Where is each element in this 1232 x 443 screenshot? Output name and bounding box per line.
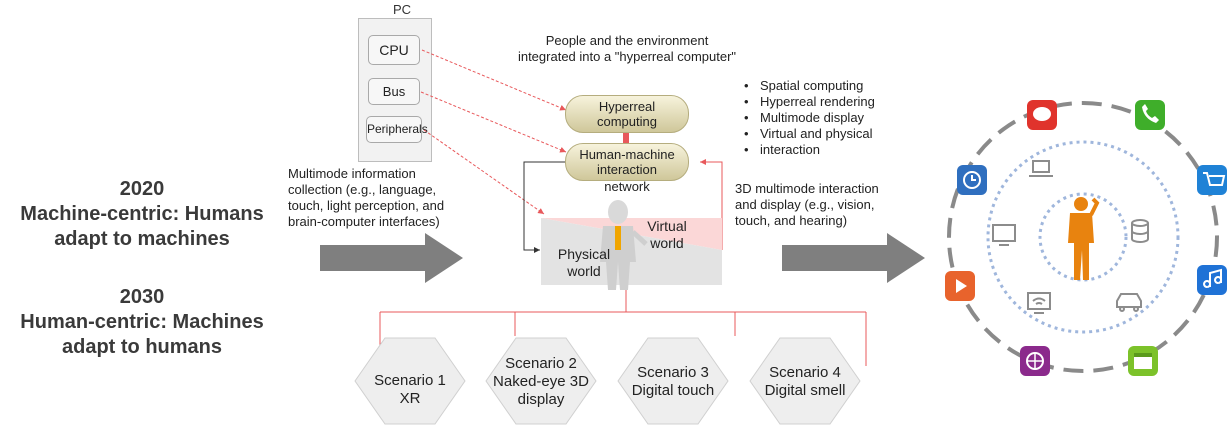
- ecosystem-graphic: [945, 100, 1227, 376]
- input-description: Multimode information collection (e.g., …: [288, 166, 444, 230]
- hmi-line1: Human-machine: [579, 147, 675, 162]
- era-2030-line2: adapt to humans: [61, 336, 222, 358]
- feature-item: Virtual and physical: [742, 126, 875, 142]
- input-line3: touch, light perception, and: [288, 198, 445, 213]
- scenario-hex-2: [485, 337, 597, 425]
- scenario-1-line2: XR: [399, 390, 421, 407]
- laptop-icon: [1029, 160, 1053, 177]
- pc-item-bus: Bus: [368, 78, 420, 105]
- feature-list: Spatial computing Hyperreal rendering Mu…: [742, 78, 875, 158]
- input-line2: collection (e.g., language,: [288, 182, 437, 197]
- cpu-connector: [421, 49, 567, 111]
- middle-dotted-ring: [986, 140, 1180, 334]
- pill-connector: [623, 132, 629, 146]
- clock-icon: [957, 165, 987, 195]
- hyperreal-line1: Hyperreal: [598, 99, 656, 114]
- right-big-arrow: [782, 233, 925, 283]
- bus-connector: [420, 91, 567, 153]
- era-2030-line1: Human-centric: Machines: [20, 311, 264, 333]
- pc-item-cpu: CPU: [368, 35, 420, 65]
- pc-item-peripherals: Peripherals: [366, 116, 428, 143]
- scenario-2-label: Scenario 2 Naked-eye 3D display: [481, 355, 601, 409]
- chat-icon: [1027, 100, 1057, 130]
- peripherals-connector: [423, 129, 545, 215]
- scenario-hex-1: [354, 337, 466, 425]
- person-icon: [1068, 197, 1100, 280]
- hyperreal-line2: computing: [597, 114, 657, 129]
- scenario-2-line3: display: [517, 391, 565, 408]
- pc-title: PC: [393, 2, 412, 17]
- scenario-hex-4: [749, 337, 861, 425]
- virtual-world-label: Virtual world: [641, 218, 693, 252]
- wifi-monitor-icon: [1027, 292, 1051, 314]
- virtual-line2: world: [650, 235, 684, 251]
- feature-item: Hyperreal rendering: [742, 94, 875, 110]
- scenario-3-line2: Digital touch: [631, 382, 715, 399]
- output-line3: touch, and hearing): [735, 213, 848, 228]
- cart-icon: [1197, 165, 1227, 195]
- hmi-line2: interaction: [597, 162, 657, 177]
- scenario-4-line1: Scenario 4: [769, 364, 841, 381]
- physical-line1: Physical: [557, 246, 611, 262]
- scenario-4-line2: Digital smell: [764, 382, 846, 399]
- scenario-1-label: Scenario 1 XR: [350, 372, 470, 408]
- scenario-2-line2: Naked-eye 3D: [493, 373, 589, 390]
- era-2030-block: 2030 Human-centric: Machines adapt to hu…: [0, 285, 284, 360]
- left-loop-arrow: [523, 161, 566, 253]
- era-2020-line2: adapt to machines: [54, 228, 230, 250]
- scenario-1-line1: Scenario 1: [374, 372, 446, 389]
- feature-item: interaction: [742, 142, 875, 158]
- hyperreal-computing-node: Hyperreal computing: [565, 95, 689, 133]
- left-big-arrow: [320, 233, 463, 283]
- top-caption-line1: People and the environment: [545, 33, 709, 48]
- scenario-3-line1: Scenario 3: [637, 364, 709, 381]
- hmi-network-node: Human-machine interaction: [565, 143, 689, 181]
- person-figure: [600, 200, 648, 290]
- virtual-line1: Virtual: [647, 218, 687, 234]
- globe-icon: [1020, 346, 1050, 376]
- outer-dashed-ring: [947, 101, 1219, 373]
- scenario-hex-3: [617, 337, 729, 425]
- output-line1: 3D multimode interaction: [735, 181, 879, 196]
- physical-line2: world: [567, 263, 601, 279]
- feature-item: Multimode display: [742, 110, 875, 126]
- feature-item: Spatial computing: [742, 78, 875, 94]
- music-icon: [1197, 265, 1227, 295]
- calendar-icon: [1128, 346, 1158, 376]
- tv-icon: [992, 224, 1016, 246]
- phone-icon: [1135, 100, 1165, 130]
- scenario-3-label: Scenario 3 Digital touch: [613, 364, 733, 400]
- scenario-4-label: Scenario 4 Digital smell: [745, 364, 865, 400]
- year-2030: 2030: [119, 286, 165, 308]
- video-icon: [945, 271, 975, 301]
- output-description: 3D multimode interaction and display (e.…: [735, 181, 879, 229]
- input-line1: Multimode information: [288, 166, 416, 181]
- inner-dotted-ring: [1038, 192, 1128, 282]
- scenario-2-line1: Scenario 2: [505, 355, 577, 372]
- input-line4: brain-computer interfaces): [288, 214, 440, 229]
- top-caption-line2: integrated into a "hyperreal computer": [517, 49, 737, 64]
- top-caption: People and the environment integrated in…: [497, 33, 757, 65]
- database-icon: [1131, 219, 1149, 243]
- era-2020-line1: Machine-centric: Humans: [20, 203, 264, 225]
- car-icon: [1116, 293, 1142, 312]
- physical-world-label: Physical world: [556, 246, 612, 280]
- output-line2: and display (e.g., vision,: [735, 197, 875, 212]
- year-2020: 2020: [119, 178, 165, 200]
- hmi-line3: network: [604, 179, 650, 194]
- era-2020-block: 2020 Machine-centric: Humans adapt to ma…: [0, 177, 284, 252]
